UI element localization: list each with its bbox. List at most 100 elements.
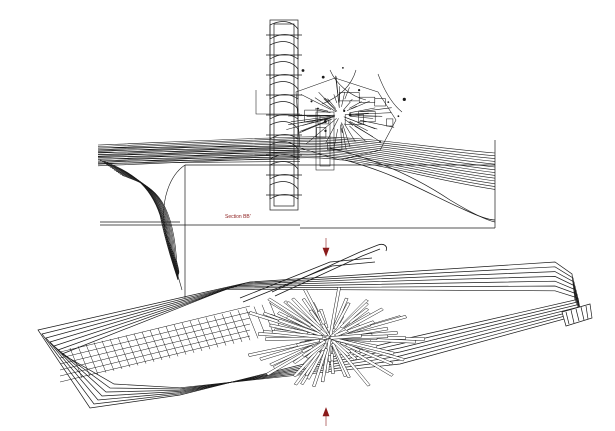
axon-slab [45,271,578,401]
cluster-outline [295,77,397,161]
cluster-strut [349,99,353,102]
cluster-strut [349,107,376,114]
cluster-arm [377,73,403,113]
axon-structure-cluster [247,286,425,387]
cluster-box [327,142,343,150]
axon-strut [301,339,327,358]
cluster-node [310,100,313,103]
section-curve-line [121,175,180,275]
cluster-strut [349,115,374,119]
section-ground-frame [100,140,496,298]
section-flow-line [97,147,301,151]
section-flow-line [97,155,496,187]
cluster-strut [301,121,327,132]
axon-strut [269,323,309,335]
axon-rib [221,313,235,344]
section-tower [266,19,302,211]
cluster-arm [321,69,357,105]
cluster-node [387,101,390,103]
cluster-strut [340,122,347,150]
axon-rib-line [59,305,251,353]
cluster-arm [255,90,300,115]
axon-rib [149,329,163,361]
tower-module [269,61,299,80]
section-curve-line [103,162,179,280]
cluster-strut [309,114,336,117]
section-flow-line [97,152,301,155]
tower-module [269,21,299,40]
cluster-strut [300,94,332,110]
section-flow-line [97,136,496,154]
axon-strut [296,338,321,347]
cluster-node [321,75,325,79]
cluster-box [374,98,386,107]
cluster-strut [342,123,351,147]
cluster-box [358,111,376,123]
cluster-strut [341,128,343,133]
axon-strut [330,353,335,362]
section-curve-line [111,168,179,278]
cluster-node [323,120,327,123]
axon-strut [292,344,325,378]
section-flow-line [97,142,496,165]
cluster-node [324,129,327,133]
axonometric-plan [37,243,593,409]
axon-strut [301,345,314,353]
axon-rib [245,308,259,339]
cluster-strut [314,97,337,113]
section-flow-line [97,150,496,179]
section-flow-line [97,150,301,153]
axon-rib-line [59,317,251,365]
axon-strut [318,319,332,339]
cluster-core [315,111,335,171]
axon-rib [117,337,131,368]
axon-rib [229,311,243,343]
section-flow-line [97,154,496,185]
section-arrow-icon [322,238,330,257]
axon-rib [165,326,179,357]
axon-end-cap [561,303,593,327]
cluster-strut [349,125,367,143]
axon-strut [343,307,384,331]
cluster-strut [340,124,342,143]
cluster-node [348,113,352,117]
cluster-box [317,119,329,125]
section-flow-line [97,145,301,149]
axon-strut [346,320,376,333]
axon-upper-ramp [239,243,387,303]
cluster-strut [333,94,338,103]
tower-module [269,181,299,200]
axon-rib [101,340,115,371]
axon-rib-detail [59,302,283,383]
axon-rib [69,347,83,379]
axon-strut [271,330,324,339]
section-label: Section BB' [225,214,251,220]
section-flow-line [97,157,496,190]
tower-module [269,141,299,160]
axon-rib [173,324,187,355]
cluster-node [343,109,346,112]
axon-rib [85,344,99,375]
cluster-core-inner [319,115,331,167]
axon-rib [109,338,123,370]
section-left-curves [99,159,186,291]
cluster-strut [349,121,368,132]
axon-strut [306,350,325,380]
section-horizontal-lines [97,136,496,190]
cluster-box [344,114,364,125]
cluster-arm [329,69,367,101]
axon-rib [93,342,107,373]
section-curve-line [99,159,179,281]
axon-strut [316,310,326,325]
tower-module [269,41,299,60]
axon-strut [339,302,369,329]
cluster-strut [344,123,356,142]
section-flow-line [97,139,496,159]
axon-rib [77,346,91,377]
axon-slab [37,261,576,409]
cluster-box [304,109,318,123]
cluster-strut [354,125,374,137]
cluster-strut [357,115,378,117]
